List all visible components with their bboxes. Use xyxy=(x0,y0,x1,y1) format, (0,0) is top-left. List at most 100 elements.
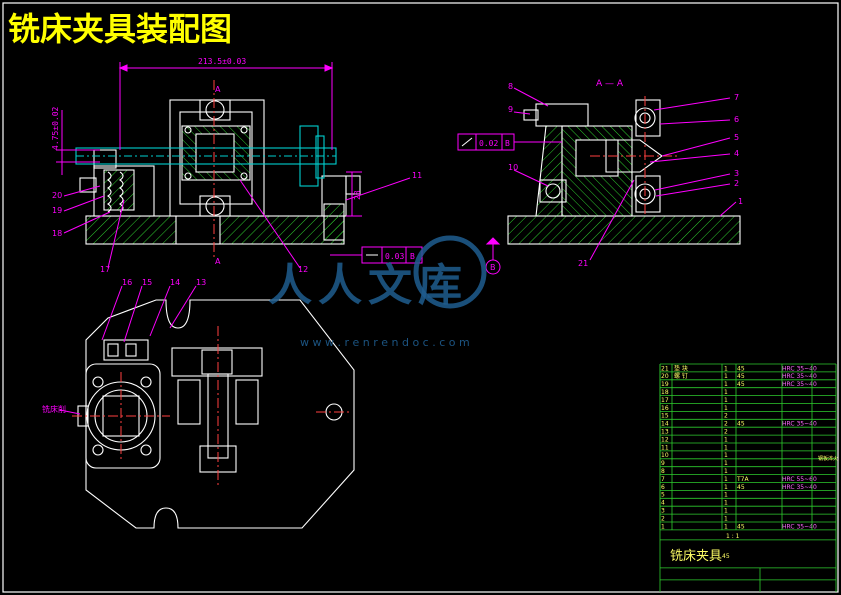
table-cell-material: 45 xyxy=(737,381,745,388)
table-cell-qty: 2 xyxy=(724,421,728,428)
plan-view xyxy=(77,299,355,529)
table-cell-no: 18 xyxy=(661,389,669,396)
callout-19: 19 xyxy=(52,206,62,215)
table-cell-no: 8 xyxy=(661,468,665,475)
callout-11: 11 xyxy=(412,171,422,180)
dim-left-label: 4.75±0.02 xyxy=(51,106,60,150)
table-cell-no: 11 xyxy=(661,444,669,451)
datum-b-label: B xyxy=(490,263,496,272)
table-cell-note: HRC 35~40 xyxy=(782,365,817,372)
table-cell-qty: 1 xyxy=(724,436,728,443)
table-cell-no: 2 xyxy=(661,515,665,522)
front-view xyxy=(79,99,361,245)
section-label-aa: A — A xyxy=(596,79,624,89)
table-cell-material: 45 xyxy=(737,373,745,380)
table-cell-no: 21 xyxy=(661,365,669,372)
table-cell-material: 45 xyxy=(737,523,745,530)
watermark-text: 人人文库 xyxy=(268,260,468,311)
watermark-url: w w w . r e n r e n d o c . c o m xyxy=(300,336,470,349)
table-cell-qty: 1 xyxy=(724,389,728,396)
front-shaft xyxy=(75,125,337,187)
table-cell-no: 3 xyxy=(661,508,665,515)
table-cell-note: HRC 35~40 xyxy=(782,523,817,530)
table-cell-no: 6 xyxy=(661,484,665,491)
callout-12: 12 xyxy=(298,265,308,274)
callout-16: 16 xyxy=(122,278,132,287)
side-view-centerlines xyxy=(590,96,680,216)
callout-17: 17 xyxy=(100,265,110,274)
table-cell-no: 10 xyxy=(661,452,669,459)
plan-centerlines xyxy=(72,326,352,486)
flatness-datum: B xyxy=(410,252,415,261)
side-tol-value: 0.02 xyxy=(479,139,498,148)
table-cell-no: 19 xyxy=(661,381,669,388)
table-cell-qty: 1 xyxy=(724,515,728,522)
table-cell-material: T7A xyxy=(736,476,749,483)
table-cell-qty: 1 xyxy=(724,405,728,412)
callout-1: 1 xyxy=(738,197,743,206)
table-cell-no: 9 xyxy=(661,460,665,467)
table-cell-no: 4 xyxy=(661,500,665,507)
table-cell-qty: 1 xyxy=(724,365,728,372)
table-cell-no: 5 xyxy=(661,492,665,499)
table-cell-no: 14 xyxy=(661,421,669,428)
table-cell-qty: 1 xyxy=(724,484,728,491)
table-cell-qty: 1 xyxy=(724,397,728,404)
title-block-name: 铣床夹具 xyxy=(670,549,722,564)
side-tolerance-frame xyxy=(457,133,562,151)
table-cell-qty: 1 xyxy=(724,508,728,515)
callout-20: 20 xyxy=(52,191,62,200)
table-cell-note: HRC 35~40 xyxy=(782,421,817,428)
table-cell-note: HRC 35~40 xyxy=(782,484,817,491)
callout-8: 8 xyxy=(508,82,513,91)
front-callout-lines xyxy=(63,177,411,269)
table-cell-name: 垫 块 xyxy=(674,364,688,372)
table-cell-qty: 1 xyxy=(724,452,728,459)
plan-callout-lines xyxy=(59,285,197,415)
table-cell-no: 15 xyxy=(661,413,669,420)
plan-side-label: 铣床削 xyxy=(42,404,66,414)
callout-4: 4 xyxy=(734,149,739,158)
callout-14: 14 xyxy=(170,278,180,287)
callout-5: 5 xyxy=(734,133,739,142)
section-mark-top: A xyxy=(215,85,221,94)
dim-height-label: 28 xyxy=(353,190,362,200)
flatness-value: 0.03 xyxy=(385,252,404,261)
side-view xyxy=(507,99,741,245)
callout-13: 13 xyxy=(196,278,206,287)
table-cell-no: 1 xyxy=(661,523,665,530)
callout-21: 21 xyxy=(578,259,588,268)
section-mark-bottom: A xyxy=(215,257,221,266)
title-block-material: 45 xyxy=(722,553,730,560)
callout-9: 9 xyxy=(508,105,513,114)
side-callout-lines xyxy=(513,87,737,261)
table-cell-no: 13 xyxy=(661,429,669,436)
table-cell-note: HRC 35~40 xyxy=(782,381,817,388)
table-cell-qty: 1 xyxy=(724,460,728,467)
table-cell-qty: 1 xyxy=(724,381,728,388)
callout-6: 6 xyxy=(734,115,739,124)
table-cell-no: 7 xyxy=(661,476,665,483)
table-cell-qty: 1 xyxy=(724,444,728,451)
table-cell-qty: 2 xyxy=(724,429,728,436)
front-dimensions xyxy=(56,62,362,258)
table-cell-qty: 1 xyxy=(724,492,728,499)
callout-10: 10 xyxy=(508,163,518,172)
callout-7: 7 xyxy=(734,93,739,102)
table-cell-qty: 1 xyxy=(724,468,728,475)
table-cell-material: 45 xyxy=(737,365,745,372)
drawing-title: 铣床夹具装配图 xyxy=(8,10,232,48)
table-cell-no: 20 xyxy=(661,373,669,380)
callout-2: 2 xyxy=(734,179,739,188)
callout-18: 18 xyxy=(52,229,62,238)
table-cell-qty: 1 xyxy=(724,476,728,483)
table-cell-material: 45 xyxy=(737,421,745,428)
side-tol-datum: B xyxy=(505,139,510,148)
watermark-logo xyxy=(413,235,487,309)
table-cell-qty: 1 xyxy=(724,523,728,530)
title-block-scale: 1 : 1 xyxy=(726,533,740,540)
callout-15: 15 xyxy=(142,278,152,287)
dim-width-label: 213.5±0.03 xyxy=(198,57,246,66)
